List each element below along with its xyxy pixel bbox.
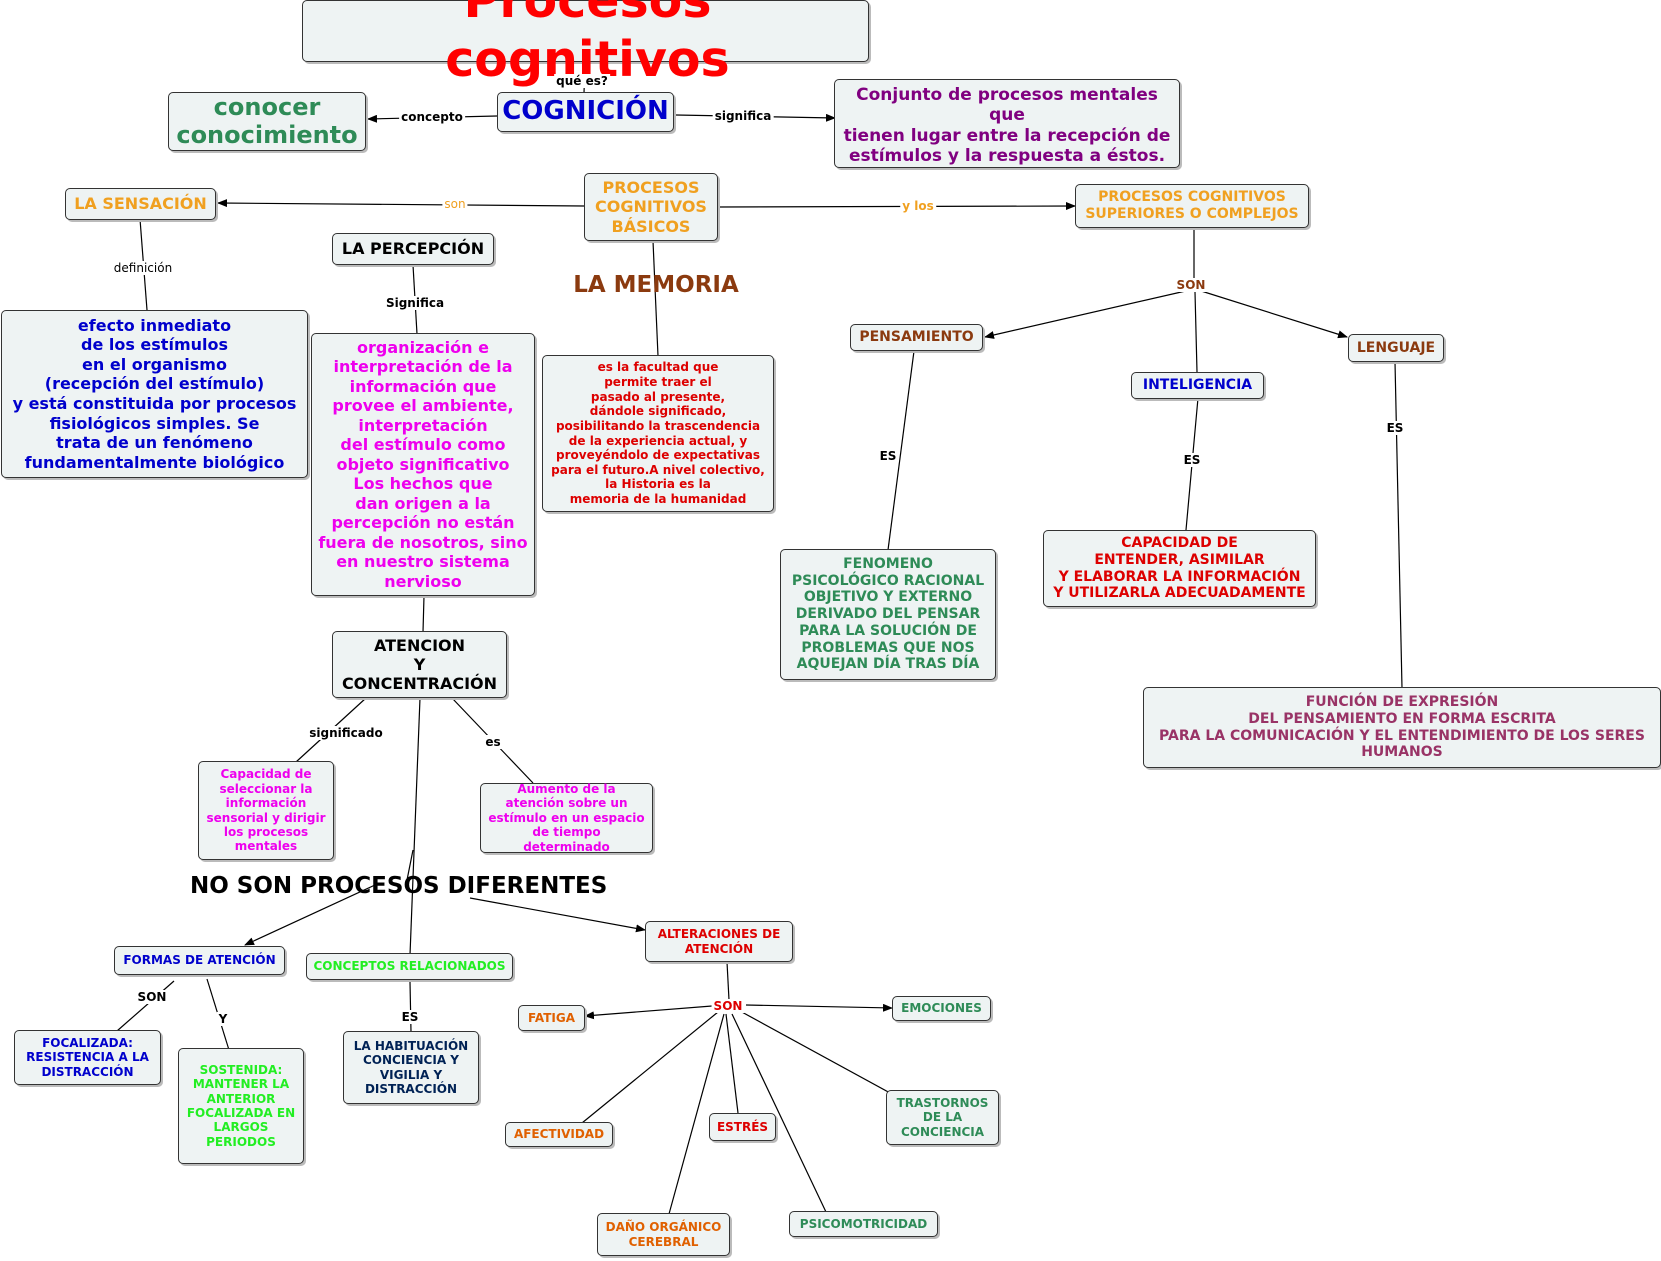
label-son-formas: SON: [135, 990, 169, 1004]
node-percepcion-definicion: organización e interpretación de la info…: [311, 333, 535, 596]
node-habituacion: LA HABITUACIÓN CONCIENCIA Y VIGILIA Y DI…: [343, 1031, 479, 1104]
node-trastornos: TRASTORNOS DE LA CONCIENCIA: [886, 1090, 999, 1145]
line-alteraciones-son: [726, 961, 730, 1001]
line-atencion-conceptos: [409, 697, 421, 956]
node-percepcion: LA PERCEPCIÓN: [332, 233, 494, 265]
node-formas-atencion: FORMAS DE ATENCIÓN: [114, 946, 285, 975]
node-dano-organico: DAÑO ORGÁNICO CEREBRAL: [597, 1213, 730, 1256]
node-afectividad: AFECTIVIDAD: [505, 1122, 613, 1147]
node-cognicion: COGNICIÓN: [497, 92, 674, 132]
label-es-pensamiento: ES: [877, 449, 899, 463]
line-son-fatiga: [584, 1005, 713, 1020]
line-son-pensamiento: [984, 289, 1191, 339]
line-noson-alteraciones: [469, 897, 646, 933]
node-alteraciones-atencion: ALTERACIONES DE ATENCIÓN: [645, 921, 793, 962]
label-significa-percepcion: Significa: [383, 296, 447, 310]
line-son-dano: [668, 1013, 725, 1215]
node-memoria-definicion: es la facultad que permite traer el pasa…: [542, 355, 774, 512]
node-conocer-conocimiento: conocer conocimiento: [168, 92, 366, 151]
node-aumento-atencion: Aumento de la atención sobre un estímulo…: [480, 782, 653, 854]
label-significado: significado: [307, 726, 385, 740]
node-funcion-expresion: FUNCIÓN DE EXPRESIÓN DEL PENSAMIENTO EN …: [1143, 687, 1661, 768]
node-pensamiento: PENSAMIENTO: [850, 324, 983, 351]
label-son-alteraciones: SON: [711, 999, 745, 1013]
node-estres: ESTRÉS: [709, 1113, 776, 1141]
line-nosotros-mid: [406, 849, 414, 881]
node-lenguaje: LENGUAJE: [1348, 334, 1444, 362]
label-significa: significa: [712, 109, 774, 123]
label-es-lenguaje: ES: [1384, 421, 1406, 435]
node-capacidad-entender: CAPACIDAD DE ENTENDER, ASIMILAR Y ELABOR…: [1043, 530, 1316, 607]
node-atencion-concentracion: ATENCION Y CONCENTRACIÓN: [332, 631, 507, 698]
line-pensamiento-fenomeno: [887, 350, 915, 551]
node-inteligencia: INTELIGENCIA: [1131, 372, 1264, 399]
label-son-superiores: SON: [1174, 278, 1208, 292]
line-son-inteligencia: [1194, 291, 1198, 373]
line-son-emociones: [745, 1003, 893, 1012]
line-basicos-sensacion: [217, 199, 585, 208]
node-psicomotricidad: PSICOMOTRICIDAD: [789, 1211, 938, 1237]
label-son: son: [442, 197, 468, 211]
line-son-trastornos: [739, 1010, 893, 1095]
node-sostenida: SOSTENIDA: MANTENER LA ANTERIOR FOCALIZA…: [178, 1048, 304, 1164]
label-es-conceptos: ES: [399, 1010, 421, 1024]
line-son-estres: [725, 1013, 739, 1114]
line-lenguaje-funcion: [1394, 361, 1403, 689]
node-conjunto-procesos: Conjunto de procesos mentales que tienen…: [834, 79, 1180, 168]
line-conceptos-habituacion: [409, 981, 412, 1033]
page-title: Procesos cognitivos: [302, 0, 869, 88]
label-que-es: qué es?: [554, 74, 610, 88]
label-concepto: concepto: [399, 110, 465, 124]
node-fenomeno: FENOMENO PSICOLÓGICO RACIONAL OBJETIVO Y…: [780, 549, 996, 680]
node-procesos-basicos: PROCESOS COGNITIVOS BÁSICOS: [584, 173, 718, 241]
node-memoria-title: LA MEMORIA: [573, 272, 739, 298]
label-es-inteligencia: ES: [1181, 453, 1203, 467]
line-son-lenguaje: [1197, 289, 1348, 339]
line-basicos-superiores: [717, 202, 1076, 211]
label-es-atencion: es: [483, 735, 503, 749]
node-capacidad-seleccionar: Capacidad de seleccionar la información …: [198, 761, 334, 860]
line-formas-focalizada: [116, 980, 175, 1032]
line-son-psicomotricidad: [731, 1013, 827, 1213]
label-y-los: y los: [900, 199, 936, 213]
line-percdef-atencion: [422, 595, 425, 633]
node-focalizada: FOCALIZADA: RESISTENCIA A LA DISTRACCIÓN: [14, 1030, 161, 1085]
node-fatiga: FATIGA: [518, 1005, 585, 1031]
node-conceptos-relacionados: CONCEPTOS RELACIONADOS: [306, 953, 513, 980]
label-y-formas: Y: [216, 1012, 230, 1026]
line-basicos-memoria: [652, 240, 659, 357]
node-no-son-procesos: NO SON PROCESOS DIFERENTES: [190, 873, 608, 899]
label-definicion: definición: [111, 261, 175, 275]
node-procesos-superiores: PROCESOS COGNITIVOS SUPERIORES O COMPLEJ…: [1075, 184, 1309, 228]
line-noson-formas: [244, 884, 376, 946]
line-son-afectividad: [581, 1011, 719, 1124]
node-sensacion-definicion: efecto inmediato de los estímulos en el …: [1, 310, 308, 478]
node-emociones: EMOCIONES: [892, 996, 991, 1021]
node-sensacion: LA SENSACIÓN: [65, 188, 216, 220]
